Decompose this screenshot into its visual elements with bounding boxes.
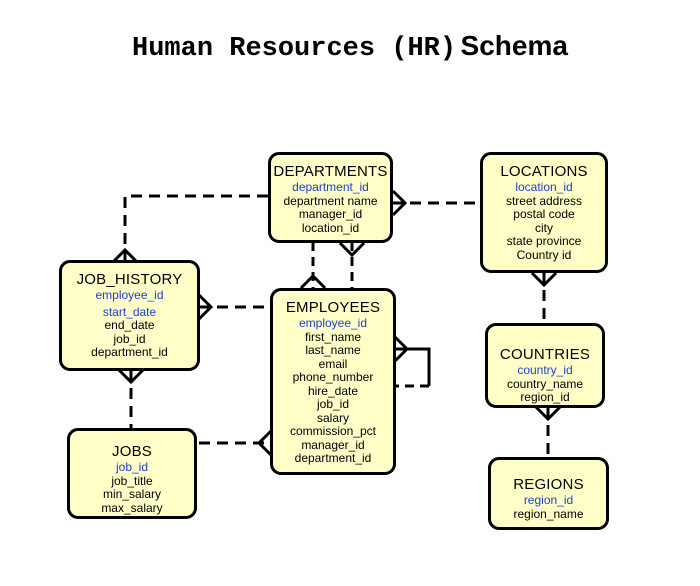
entity-departments: DEPARTMENTS department_id department nam… (268, 152, 393, 243)
entity-jobs: JOBS job_id job_title min_salary max_sal… (67, 428, 197, 519)
attribute: department_id (91, 345, 168, 359)
attribute-pk: country_id (517, 363, 573, 377)
attribute: first_name (304, 329, 362, 344)
entity-job-history: JOB_HISTORY employee_id start_date end_d… (59, 260, 200, 371)
entity-name: DEPARTMENTS (273, 163, 388, 180)
entity-regions: REGIONS region_id region_name (488, 457, 609, 530)
attribute: end_date (104, 318, 155, 332)
rel-departments-jobhistory (123, 194, 268, 262)
crowfoot-employees-left (256, 429, 273, 457)
rel-employees-self-solid (394, 347, 431, 386)
attribute: department_id (294, 451, 372, 465)
attribute: Country id (516, 247, 572, 262)
attribute: salary (316, 410, 349, 425)
entity-employees: EMPLOYEES employee_id first_name last_na… (270, 288, 396, 475)
attribute-pk: region_id (523, 493, 574, 507)
crowfoot-departments-right (391, 189, 408, 217)
attribute: region_name (513, 506, 584, 521)
attribute-pk: job_id (115, 460, 149, 474)
crowfoot-jobhistory-right (197, 293, 214, 321)
attribute: department name (283, 193, 378, 208)
entity-name: JOBS (112, 443, 152, 460)
title-part2: Schema (460, 30, 568, 61)
crowfoot-jobhistory-top (111, 247, 139, 264)
entity-name: EMPLOYEES (285, 299, 381, 316)
crowfoot-countries-bottom (534, 405, 562, 422)
attribute-pk: department_id (292, 180, 369, 194)
attribute: manager_id (301, 437, 365, 452)
attribute: max_salary (101, 500, 163, 515)
entity-name: REGIONS (513, 476, 584, 493)
attribute: postal code (513, 207, 575, 221)
attribute: job_title (111, 473, 153, 488)
crowfoot-locations-bottom (530, 271, 558, 288)
attribute: email (318, 356, 348, 371)
crowfoot-jobhistory-bottom (117, 368, 145, 385)
attribute: state province (506, 234, 582, 248)
diagram-title: Human Resources (HR) Schema (0, 30, 700, 64)
attribute-pk: employee_id (95, 288, 164, 302)
attribute: location_id (301, 220, 360, 235)
attribute: country_name (506, 376, 584, 391)
crowfoot-departments-bottom (338, 241, 366, 258)
attribute: city (535, 220, 553, 235)
attribute: job_id (316, 397, 350, 411)
crowfoot-employees-right (393, 335, 410, 363)
attribute: phone_number (292, 370, 374, 384)
attribute: street address (505, 193, 583, 208)
entity-name: JOB_HISTORY (76, 271, 183, 288)
entity-name: LOCATIONS (500, 163, 588, 180)
attribute-pk: employee_id (298, 316, 368, 330)
entity-locations: LOCATIONS location_id street address pos… (480, 152, 608, 273)
crowfoot-employees-top (299, 273, 327, 290)
attribute: min_salary (102, 487, 162, 501)
entity-name: COUNTRIES (499, 346, 591, 363)
attribute: commission_pct (289, 424, 377, 438)
entity-countries: COUNTRIES country_id country_name region… (485, 323, 605, 408)
title-part1: Human Resources (HR) (132, 34, 457, 64)
attribute: region_id (520, 390, 570, 404)
attribute: manager_id (298, 207, 363, 221)
attribute: last_name (305, 343, 361, 357)
attribute-pk: location_id (515, 180, 573, 194)
attribute: hire_date (307, 383, 359, 398)
attribute-pk: start_date (102, 304, 157, 319)
attribute: job_id (113, 331, 146, 346)
